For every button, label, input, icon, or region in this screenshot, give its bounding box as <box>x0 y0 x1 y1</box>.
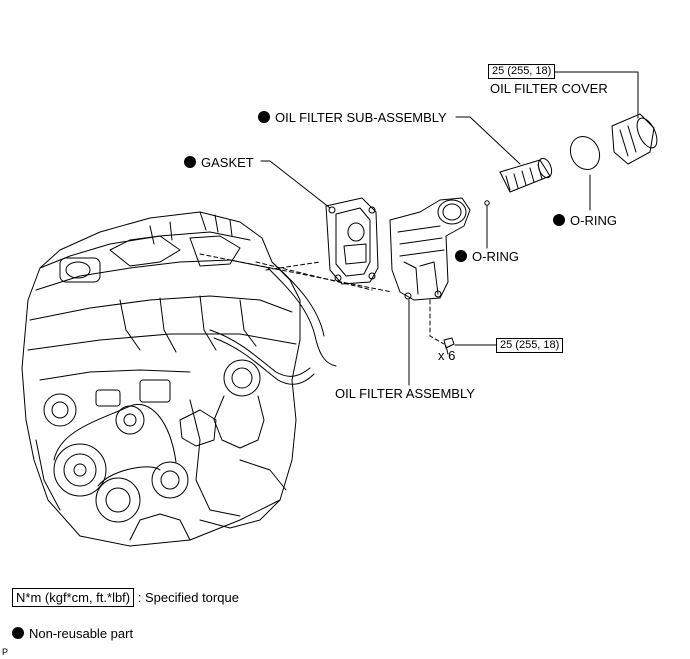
legend-torque-text: : Specified torque <box>137 590 239 605</box>
oil-filter-assembly-label: OIL FILTER ASSEMBLY <box>335 386 475 401</box>
non-reusable-dot-icon <box>258 111 270 123</box>
non-reusable-dot-icon <box>455 250 467 262</box>
cover-o-ring-label: O-RING <box>570 213 617 228</box>
bolt-torque-box: 25 (255, 18) <box>496 338 564 353</box>
oil-filter-cover-label: OIL FILTER COVER <box>490 81 608 96</box>
alignment-lines <box>199 253 445 345</box>
non-reusable-dot-icon <box>12 627 24 639</box>
gasket-label: GASKET <box>201 155 254 170</box>
engine-illustration <box>21 211 337 547</box>
assembly-o-ring-label: O-RING <box>472 249 519 264</box>
leader-lines <box>260 71 639 386</box>
page-code: P <box>2 647 9 657</box>
cover-o-ring-part <box>569 135 601 171</box>
gasket-callout: GASKET <box>184 155 254 170</box>
gasket-part <box>325 197 379 285</box>
small-o-ring-part <box>484 200 490 206</box>
oil-filter-assembly-part <box>389 197 471 301</box>
bolt-quantity-label: x 6 <box>438 348 456 363</box>
oil-filter-sub-assembly-label: OIL FILTER SUB-ASSEMBLY <box>275 110 447 125</box>
legend-non-reusable: Non-reusable part <box>12 626 133 641</box>
assembly-o-ring-callout: O-RING <box>455 249 519 264</box>
oil-filter-cover-part <box>611 113 658 165</box>
legend-torque-box: N*m (kgf*cm, ft.*lbf) <box>12 588 135 607</box>
oil-filter-sub-assembly-part <box>499 157 553 193</box>
bolt-part <box>443 337 455 355</box>
cover-torque-box: 25 (255, 18) <box>488 64 556 79</box>
oil-filter-sub-assembly-callout: OIL FILTER SUB-ASSEMBLY <box>258 110 447 125</box>
non-reusable-dot-icon <box>553 214 565 226</box>
legend-non-reusable-text: Non-reusable part <box>29 626 134 641</box>
non-reusable-dot-icon <box>184 156 196 168</box>
legend-torque: N*m (kgf*cm, ft.*lbf) : Specified torque <box>12 588 239 607</box>
cover-o-ring-callout: O-RING <box>553 213 617 228</box>
